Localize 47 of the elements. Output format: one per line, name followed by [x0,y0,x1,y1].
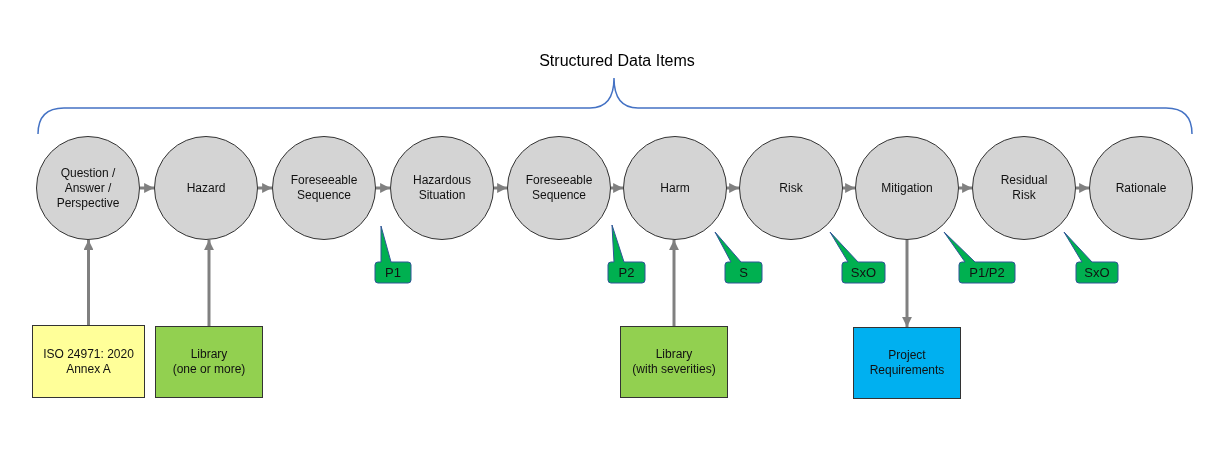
callout-label: SxO [1083,264,1111,282]
node-label: Question / Answer / Perspective [55,165,121,211]
node-label: Project Requirements [868,348,946,378]
arrow [83,240,94,325]
arrow [669,240,679,326]
source-box [155,326,263,398]
callout [944,232,1015,283]
node-label: Hazard [186,180,226,196]
callout-label: P1 [384,264,402,282]
arrow [140,183,154,193]
node-label: (with severities) [632,362,716,377]
arrow [376,183,390,193]
callout-label: S [738,264,749,282]
node-label: Hazardous Situation [412,173,472,203]
arrow [611,183,623,193]
callout-label: SxO [849,264,878,282]
node-label: Library [190,347,228,362]
arrow [204,240,214,326]
node-label: Library [655,347,693,362]
callout-label: P2 [617,264,636,282]
callout-label: P1/P2 [968,264,1006,282]
node-label: Residual Risk [999,173,1049,203]
node-label: Harm [660,180,690,196]
callout [608,225,645,283]
source-box [620,326,728,398]
node-label: (one or more) [172,362,246,377]
node-label: Foreseeable Sequence [524,173,594,203]
callout [1064,232,1118,283]
node-label: Annex A [66,361,111,377]
node-label: Foreseeable Sequence [289,173,359,203]
callout [830,232,885,283]
arrow [902,240,912,327]
diagram-title: Structured Data Items [538,52,696,70]
arrow [1076,183,1089,193]
callout [715,232,762,283]
arrow [727,183,739,193]
callout [375,226,411,283]
node-label: Mitigation [881,180,933,196]
source-box [853,327,961,399]
node-label: Risk [779,180,803,196]
arrow [843,183,855,193]
node-label: ISO 24971: 2020 [43,346,134,362]
arrow [494,183,507,193]
arrow [258,183,272,193]
source-box [32,325,145,398]
arrow [959,183,972,193]
node-label: Rationale [1115,180,1167,196]
